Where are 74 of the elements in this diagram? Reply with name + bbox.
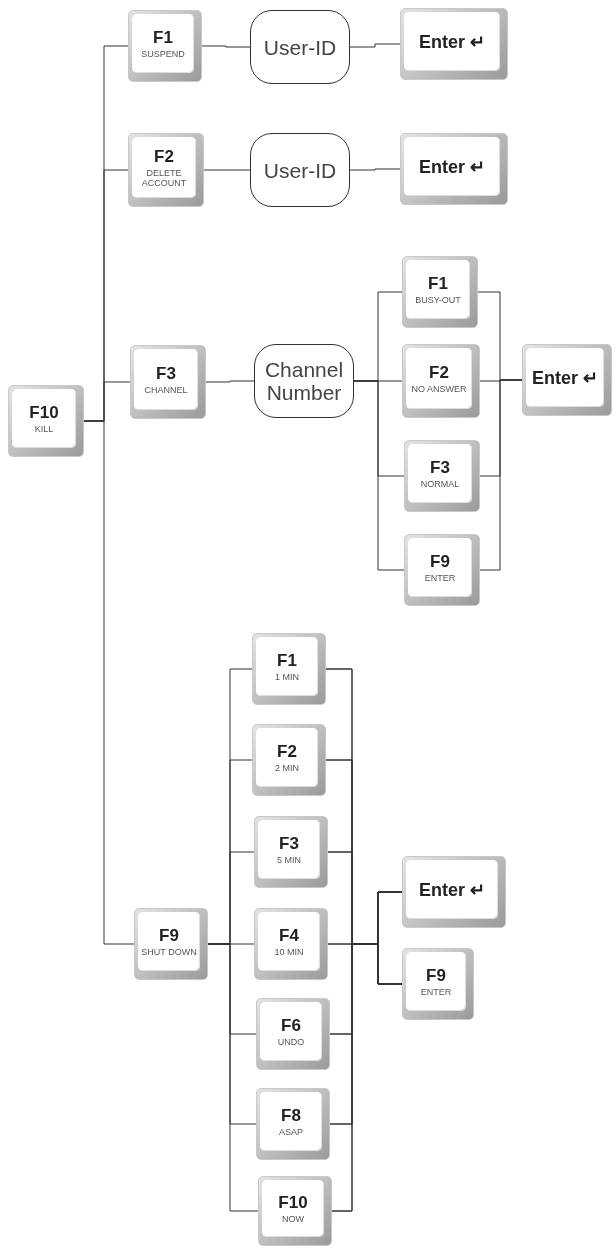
rounded-box bbox=[250, 10, 350, 84]
keyboard-key bbox=[522, 344, 612, 416]
key-caption: NOW bbox=[281, 1213, 305, 1224]
keyboard-key bbox=[400, 8, 508, 80]
key-label: F3 bbox=[430, 458, 450, 477]
rounded-box bbox=[254, 344, 354, 418]
key-label: F1 bbox=[277, 651, 297, 670]
keyboard-key bbox=[256, 1088, 330, 1160]
box-label: Channel Number bbox=[263, 358, 345, 404]
key-label: F6 bbox=[281, 1016, 301, 1035]
key-caption: NORMAL bbox=[419, 478, 461, 489]
key-label: F3 bbox=[156, 364, 176, 383]
keyboard-key bbox=[252, 633, 326, 705]
key-label: F9 bbox=[430, 552, 450, 571]
key-label: Enter ↵ bbox=[419, 30, 485, 53]
key-caption: NO ANSWER bbox=[410, 383, 468, 394]
key-label: F9 bbox=[426, 966, 446, 985]
connector-line bbox=[349, 168, 401, 171]
keyboard-key bbox=[128, 10, 202, 82]
keyboard-key bbox=[402, 948, 474, 1020]
key-label: F9 bbox=[159, 926, 179, 945]
connector-line bbox=[83, 420, 135, 945]
key-caption: ASAP bbox=[278, 1126, 304, 1137]
keyboard-key bbox=[254, 816, 328, 888]
key-label: F4 bbox=[279, 926, 299, 945]
key-label: F1 bbox=[428, 274, 448, 293]
key-caption: ENTER bbox=[419, 986, 453, 997]
key-label: F3 bbox=[279, 834, 299, 853]
keyboard-key bbox=[402, 256, 478, 328]
keyboard-key bbox=[252, 724, 326, 796]
key-label: F2 bbox=[154, 147, 174, 166]
box-label: User-ID bbox=[263, 158, 337, 182]
key-label: Enter ↵ bbox=[419, 878, 485, 901]
key-caption: SHUT DOWN bbox=[140, 946, 198, 957]
key-caption: KILL bbox=[33, 423, 55, 434]
key-label: F2 bbox=[429, 363, 449, 382]
key-label: F8 bbox=[281, 1106, 301, 1125]
key-label: F10 bbox=[29, 403, 59, 422]
key-label: Enter ↵ bbox=[532, 366, 598, 389]
keyboard-key bbox=[402, 344, 480, 418]
connector-line bbox=[353, 380, 405, 571]
key-label: Enter ↵ bbox=[419, 155, 485, 178]
connector-line bbox=[203, 169, 251, 171]
key-caption: UNDO bbox=[276, 1036, 306, 1047]
box-label: User-ID bbox=[263, 35, 337, 59]
keyboard-key bbox=[254, 908, 328, 980]
connector-line bbox=[205, 380, 255, 383]
keyboard-key bbox=[256, 998, 330, 1070]
connector-line bbox=[207, 943, 259, 1212]
key-caption: CHANNEL bbox=[143, 384, 189, 395]
connector-line bbox=[349, 43, 401, 48]
key-caption: SUSPEND bbox=[140, 48, 186, 59]
key-caption: 5 MIN bbox=[276, 854, 302, 865]
key-caption: DELETE ACCOUNT bbox=[140, 167, 188, 188]
keyboard-key bbox=[130, 345, 206, 419]
keyboard-key bbox=[8, 385, 84, 457]
key-label: F1 bbox=[153, 28, 173, 47]
key-caption: ENTER bbox=[423, 572, 457, 583]
keyboard-key bbox=[400, 133, 508, 205]
connector-line bbox=[479, 379, 523, 571]
keyboard-key bbox=[134, 908, 208, 980]
rounded-box bbox=[250, 133, 350, 207]
keyboard-key bbox=[404, 440, 480, 512]
key-caption: 2 MIN bbox=[274, 762, 300, 773]
key-caption: 1 MIN bbox=[274, 671, 300, 682]
keyboard-key bbox=[402, 856, 506, 928]
key-label: F2 bbox=[277, 742, 297, 761]
keyboard-key bbox=[258, 1176, 332, 1246]
key-caption: 10 MIN bbox=[273, 946, 305, 957]
connector-line bbox=[201, 45, 251, 48]
key-caption: BUSY-OUT bbox=[414, 294, 462, 305]
keyboard-key bbox=[128, 133, 204, 207]
keyboard-key bbox=[404, 534, 480, 606]
key-label: F10 bbox=[278, 1193, 308, 1212]
